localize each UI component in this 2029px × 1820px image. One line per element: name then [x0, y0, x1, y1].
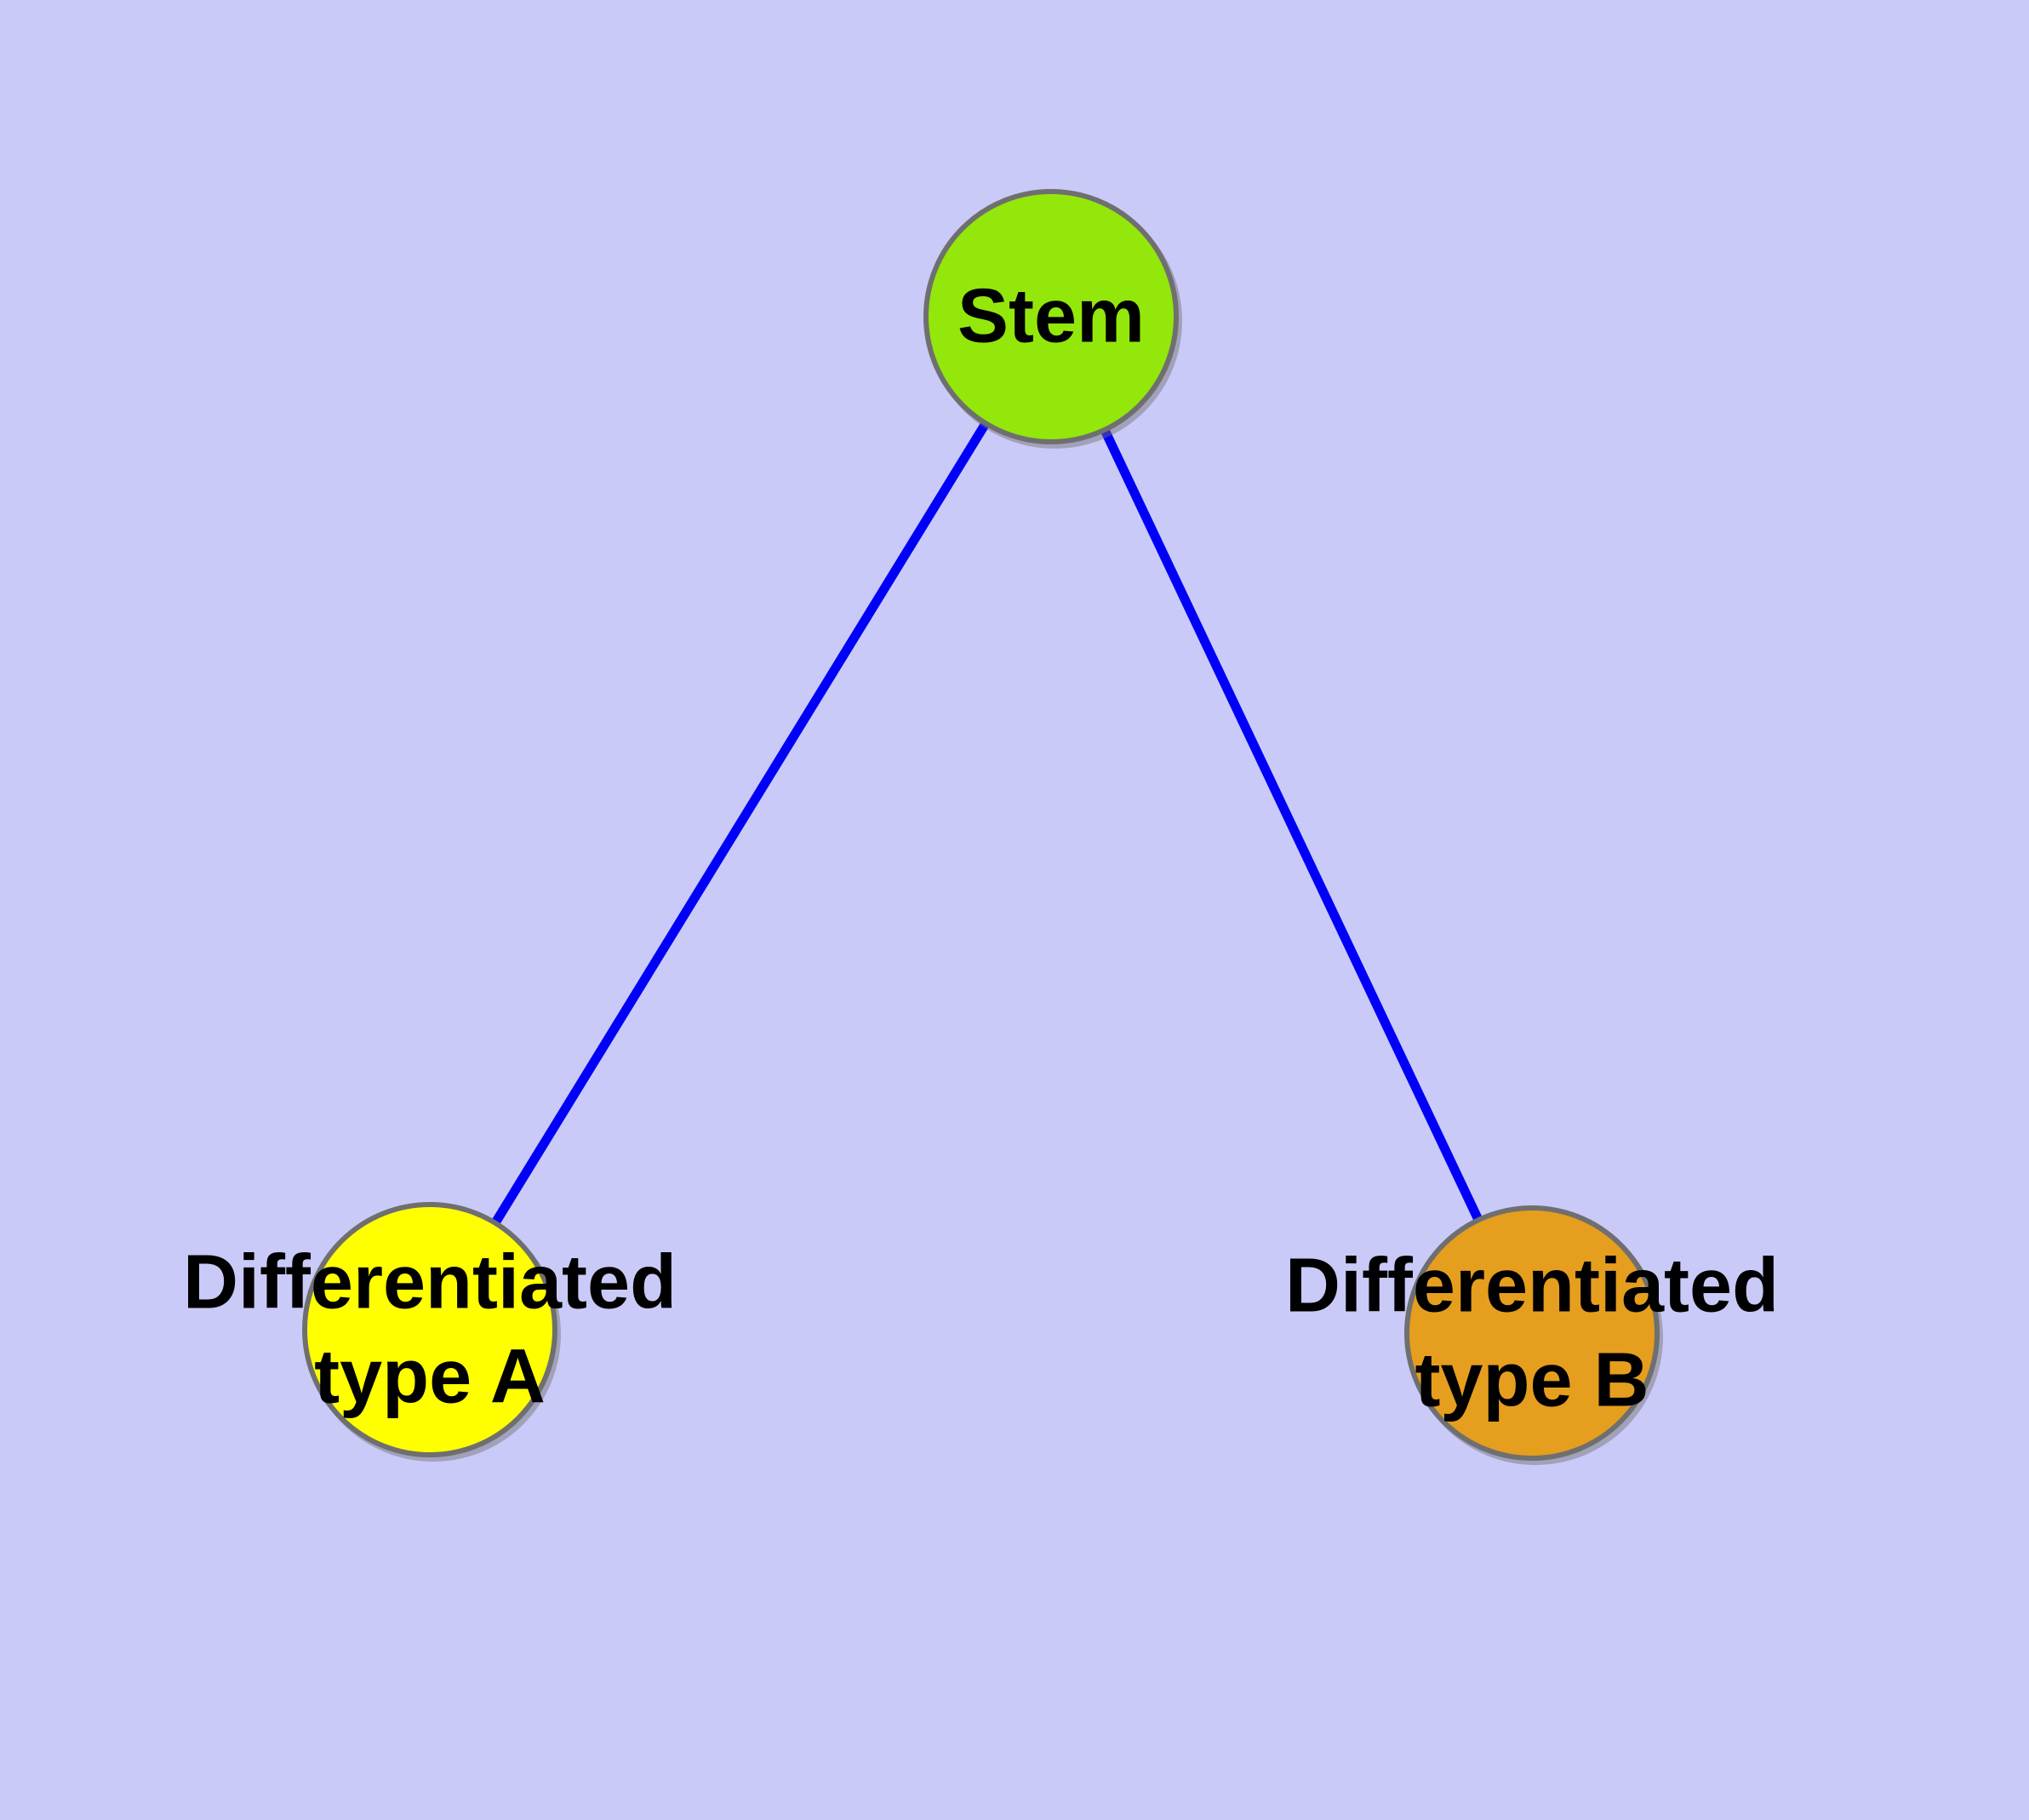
node-label-line: Differentiated — [182, 1239, 677, 1325]
node-differentiated-type-b — [1404, 1205, 1660, 1461]
node-label-line: type A — [314, 1334, 546, 1419]
node-label-line: Stem — [957, 273, 1146, 359]
edge-stem-differentiated-type-a — [426, 314, 1055, 1332]
node-label-stem: Stem — [957, 270, 1145, 364]
node-stem — [923, 189, 1179, 444]
edge-stem-differentiated-type-b — [1047, 314, 1536, 1336]
node-label-line: type B — [1415, 1337, 1649, 1422]
node-label-line: Differentiated — [1284, 1243, 1780, 1329]
node-label-differentiated-type-a: Differentiated type A — [183, 1235, 677, 1423]
node-differentiated-type-a — [302, 1202, 557, 1457]
